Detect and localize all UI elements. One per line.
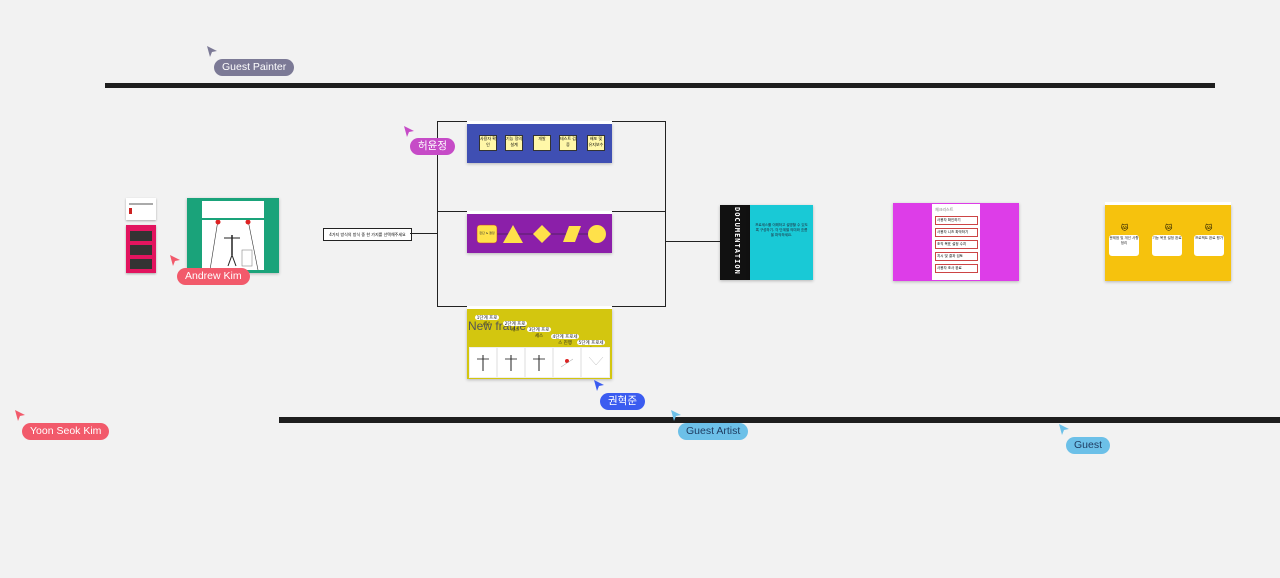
- purple-flow-frame[interactable]: 판단 & 결정: [467, 211, 612, 253]
- cursor-arrow-icon: [671, 410, 681, 421]
- connector: [437, 121, 467, 122]
- connector: [437, 121, 438, 307]
- cursor-label-kwon: 권혁준: [600, 393, 645, 410]
- flow-note[interactable]: 테스트 검증: [559, 135, 577, 151]
- connector: [437, 211, 467, 212]
- connector: [612, 211, 666, 212]
- cat-icon: 🐱: [1205, 224, 1213, 232]
- checklist-card: 체크리스트 사용자 확인하기 사용자 니즈 파악하기 조직 목표 설정 수치 지…: [932, 204, 980, 280]
- connector: [410, 233, 438, 234]
- cursor-label-guest-artist: Guest Artist: [678, 423, 749, 440]
- step-note[interactable]: 3단계 프로세스: [527, 327, 551, 339]
- documentation-strip[interactable]: DOCUMENTATION: [720, 205, 750, 280]
- question-label[interactable]: 4가지 방식의 방식 중 한 가지를 선택해주세요: [323, 228, 412, 241]
- flow-note[interactable]: 기능 정의 설계: [505, 135, 523, 151]
- connector: [665, 121, 666, 307]
- connector: [665, 241, 720, 242]
- flow-note[interactable]: 사용자 확인: [479, 135, 497, 151]
- cyan-note-text: 프로세스를 이해하고 설명할 수 있도록 구성하기. 각 단계별 의미와 흐름을…: [755, 223, 808, 237]
- checklist-item[interactable]: 사용자 확인하기: [935, 216, 978, 225]
- connector: [612, 121, 666, 122]
- cursor-arrow-icon: [404, 126, 414, 137]
- step-note[interactable]: 4단계 프로세스 진행: [551, 334, 579, 346]
- checklist-item[interactable]: 조직 목표 설정 수치: [935, 240, 978, 249]
- purple-shapes: [476, 224, 606, 244]
- cursor-label-guest: Guest: [1066, 437, 1111, 454]
- small-white-card[interactable]: [126, 198, 156, 220]
- cursor-arrow-icon: [1059, 424, 1069, 435]
- cursor-arrow-icon: [170, 255, 180, 266]
- olive-new-frame[interactable]: New frame 1단계 프로세스 2단계 프로세스 3단계 프로세스 4단계…: [467, 306, 612, 379]
- connector: [437, 306, 467, 307]
- step-note[interactable]: 2단계 프로세스: [503, 321, 527, 333]
- step-note[interactable]: 1단계 프로세스: [475, 315, 499, 327]
- sketch-drawing: [209, 219, 259, 271]
- checklist-item[interactable]: 사용자 조사 완료: [935, 264, 978, 273]
- gold-note[interactable]: 기능 목표 설정 완료: [1152, 235, 1182, 256]
- cat-icon: 🐱: [1165, 224, 1173, 232]
- top-divider-bar[interactable]: [105, 83, 1215, 88]
- thumbnail-row: [469, 347, 610, 378]
- cursor-label-yoon-seok-kim: Yoon Seok Kim: [22, 423, 110, 440]
- vertical-title: DOCUMENTATION: [733, 207, 741, 275]
- gold-note[interactable]: 문제점 및 개선 사항 정리: [1109, 235, 1139, 256]
- cursor-arrow-icon: [15, 410, 25, 421]
- blue-flow-frame[interactable]: 사용자 확인 기능 정의 설계 개발 테스트 검증 배포 및 유지보수: [467, 121, 612, 163]
- pink-image-card[interactable]: [126, 225, 156, 273]
- gold-note[interactable]: 프로젝트 완료 평가: [1194, 235, 1224, 256]
- flow-note[interactable]: 배포 및 유지보수: [587, 135, 605, 151]
- decision-label: 판단 & 결정: [479, 231, 495, 235]
- cursor-label-guest-painter: Guest Painter: [214, 59, 295, 76]
- gold-notes-frame[interactable]: 🐱 🐱 🐱 문제점 및 개선 사항 정리 기능 목표 설정 완료 프로젝트 완료…: [1105, 202, 1231, 281]
- connector: [612, 306, 666, 307]
- cursor-label-heo: 허윤정: [410, 138, 455, 155]
- cyan-note-frame[interactable]: 프로세스를 이해하고 설명할 수 있도록 구성하기. 각 단계별 의미와 흐름을…: [750, 205, 813, 280]
- cursor-arrow-icon: [207, 46, 217, 57]
- magenta-checklist-frame[interactable]: 체크리스트 사용자 확인하기 사용자 니즈 파악하기 조직 목표 설정 수치 지…: [893, 203, 1019, 281]
- flow-note[interactable]: 개발: [533, 135, 551, 151]
- cursor-label-andrew-kim: Andrew Kim: [177, 268, 250, 285]
- cat-icon: 🐱: [1121, 224, 1129, 232]
- teal-sketch-frame[interactable]: [187, 198, 279, 273]
- checklist-item[interactable]: 사용자 니즈 파악하기: [935, 228, 978, 237]
- cursor-arrow-icon: [594, 380, 604, 391]
- checklist-title: 체크리스트: [935, 207, 954, 212]
- step-note[interactable]: 5단계 프로세스: [577, 340, 605, 352]
- checklist-item[interactable]: 지시 및 결과 검토: [935, 252, 978, 261]
- question-label-text: 4가지 방식의 방식 중 한 가지를 선택해주세요: [329, 232, 406, 237]
- bottom-divider-bar[interactable]: [279, 417, 1280, 423]
